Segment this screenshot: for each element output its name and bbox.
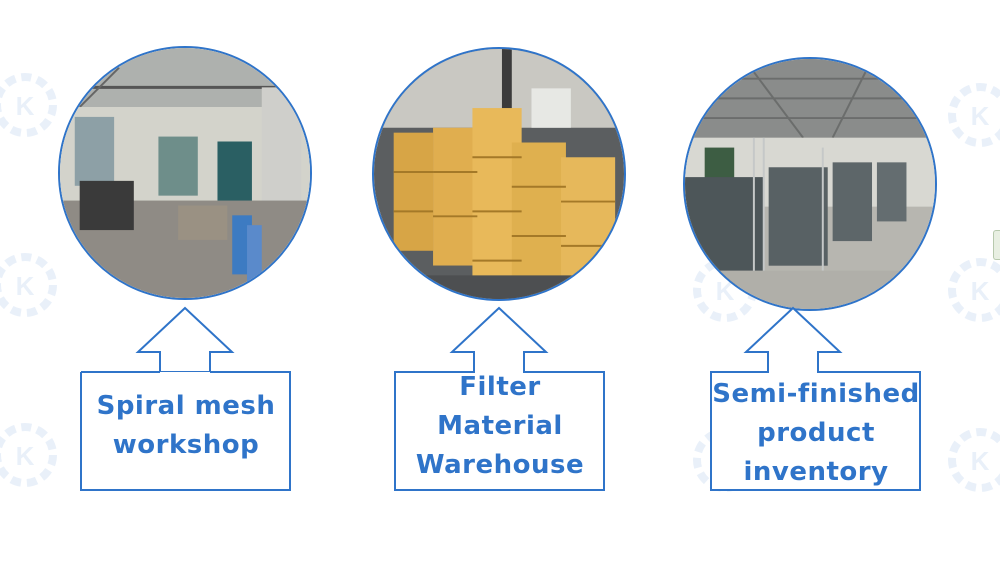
side-tab-handle[interactable]	[993, 230, 1000, 260]
svg-text:K: K	[16, 91, 35, 121]
watermark-logo-icon: K	[0, 250, 60, 320]
callout-semi-finished: Semi-finished product inventory	[710, 305, 922, 505]
label-text: Filter Material Warehouse	[415, 371, 585, 480]
callout-label: Semi-finished product inventory	[710, 373, 922, 493]
watermark-logo-icon: K	[945, 80, 1000, 150]
watermark-logo-icon: K	[0, 70, 60, 140]
svg-text:K: K	[16, 271, 35, 301]
callout-label: Filter Material Warehouse	[394, 367, 606, 485]
svg-text:K: K	[971, 276, 990, 306]
callout-filter-material: Filter Material Warehouse	[394, 305, 606, 505]
watermark-logo-icon: K	[0, 420, 60, 490]
warehouse-photo	[372, 47, 626, 301]
label-text: Spiral mesh workshop	[96, 391, 276, 460]
watermark-logo-icon: K	[945, 425, 1000, 495]
callout-label: Spiral mesh workshop	[80, 367, 292, 485]
svg-text:K: K	[971, 101, 990, 131]
svg-text:K: K	[971, 446, 990, 476]
watermark-logo-icon: K	[945, 255, 1000, 325]
label-text: Semi-finished product inventory	[712, 378, 920, 487]
inventory-photo	[683, 57, 937, 311]
workshop-photo	[58, 46, 312, 300]
svg-text:K: K	[716, 276, 735, 306]
svg-text:K: K	[16, 441, 35, 471]
callout-spiral-mesh: Spiral mesh workshop	[80, 305, 292, 505]
